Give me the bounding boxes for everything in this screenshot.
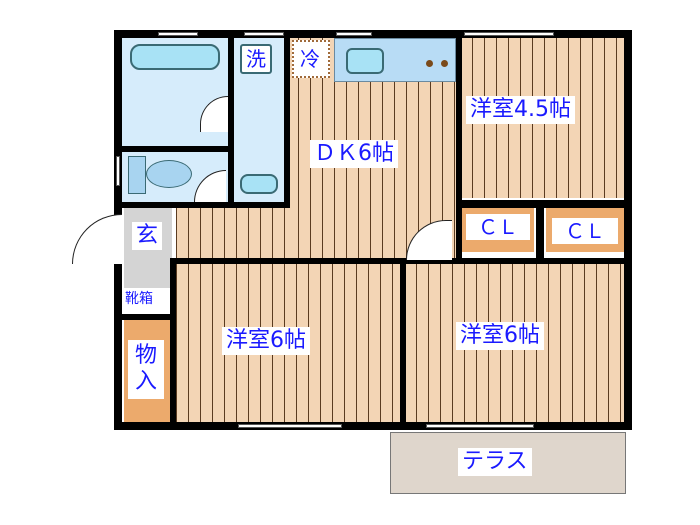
wall xyxy=(114,146,230,152)
shoe-box-label: 靴箱 xyxy=(124,290,154,308)
wall xyxy=(456,30,462,260)
window xyxy=(116,156,120,186)
bathtub-icon xyxy=(130,44,220,70)
western-6-right-label: 洋室6帖 xyxy=(456,322,544,350)
toilet-bowl-icon xyxy=(146,160,192,188)
closet-1-label: ＣＬ xyxy=(466,214,530,240)
stove-burner-icon xyxy=(441,60,448,67)
window xyxy=(426,424,534,428)
window xyxy=(464,32,554,36)
wall xyxy=(624,30,632,430)
wall xyxy=(228,30,234,206)
entrance-label: 玄 xyxy=(132,222,163,250)
storage-label: 物入 xyxy=(128,340,164,399)
western-45-label: 洋室4.5帖 xyxy=(466,96,575,124)
wall xyxy=(114,422,632,430)
window xyxy=(238,424,342,428)
window xyxy=(158,32,198,36)
wall xyxy=(170,258,176,428)
fridge-label: 冷 xyxy=(296,46,324,72)
toilet-tank-icon xyxy=(128,156,146,194)
dk-label: ＤＫ6帖 xyxy=(310,140,398,168)
wall xyxy=(114,30,632,38)
western-6-left-label: 洋室6帖 xyxy=(222,327,310,355)
kitchen-sink-icon xyxy=(346,48,384,74)
wall xyxy=(114,202,290,208)
wall xyxy=(172,258,626,264)
stove-burner-icon xyxy=(426,60,433,67)
entrance-door-icon[interactable] xyxy=(72,214,122,264)
wash-basin-icon xyxy=(240,174,278,194)
bath-door-icon[interactable] xyxy=(200,96,228,132)
wall xyxy=(400,258,406,428)
closet-2-label: ＣＬ xyxy=(552,218,618,244)
terrace-label: テラス xyxy=(458,448,532,476)
wall xyxy=(118,314,174,320)
window xyxy=(244,32,284,36)
window xyxy=(336,32,372,36)
washer-label: 洗 xyxy=(240,44,272,74)
hall-floor xyxy=(176,204,288,262)
wall xyxy=(284,30,290,206)
wall xyxy=(536,200,544,260)
western-6-right-floor xyxy=(404,262,626,422)
